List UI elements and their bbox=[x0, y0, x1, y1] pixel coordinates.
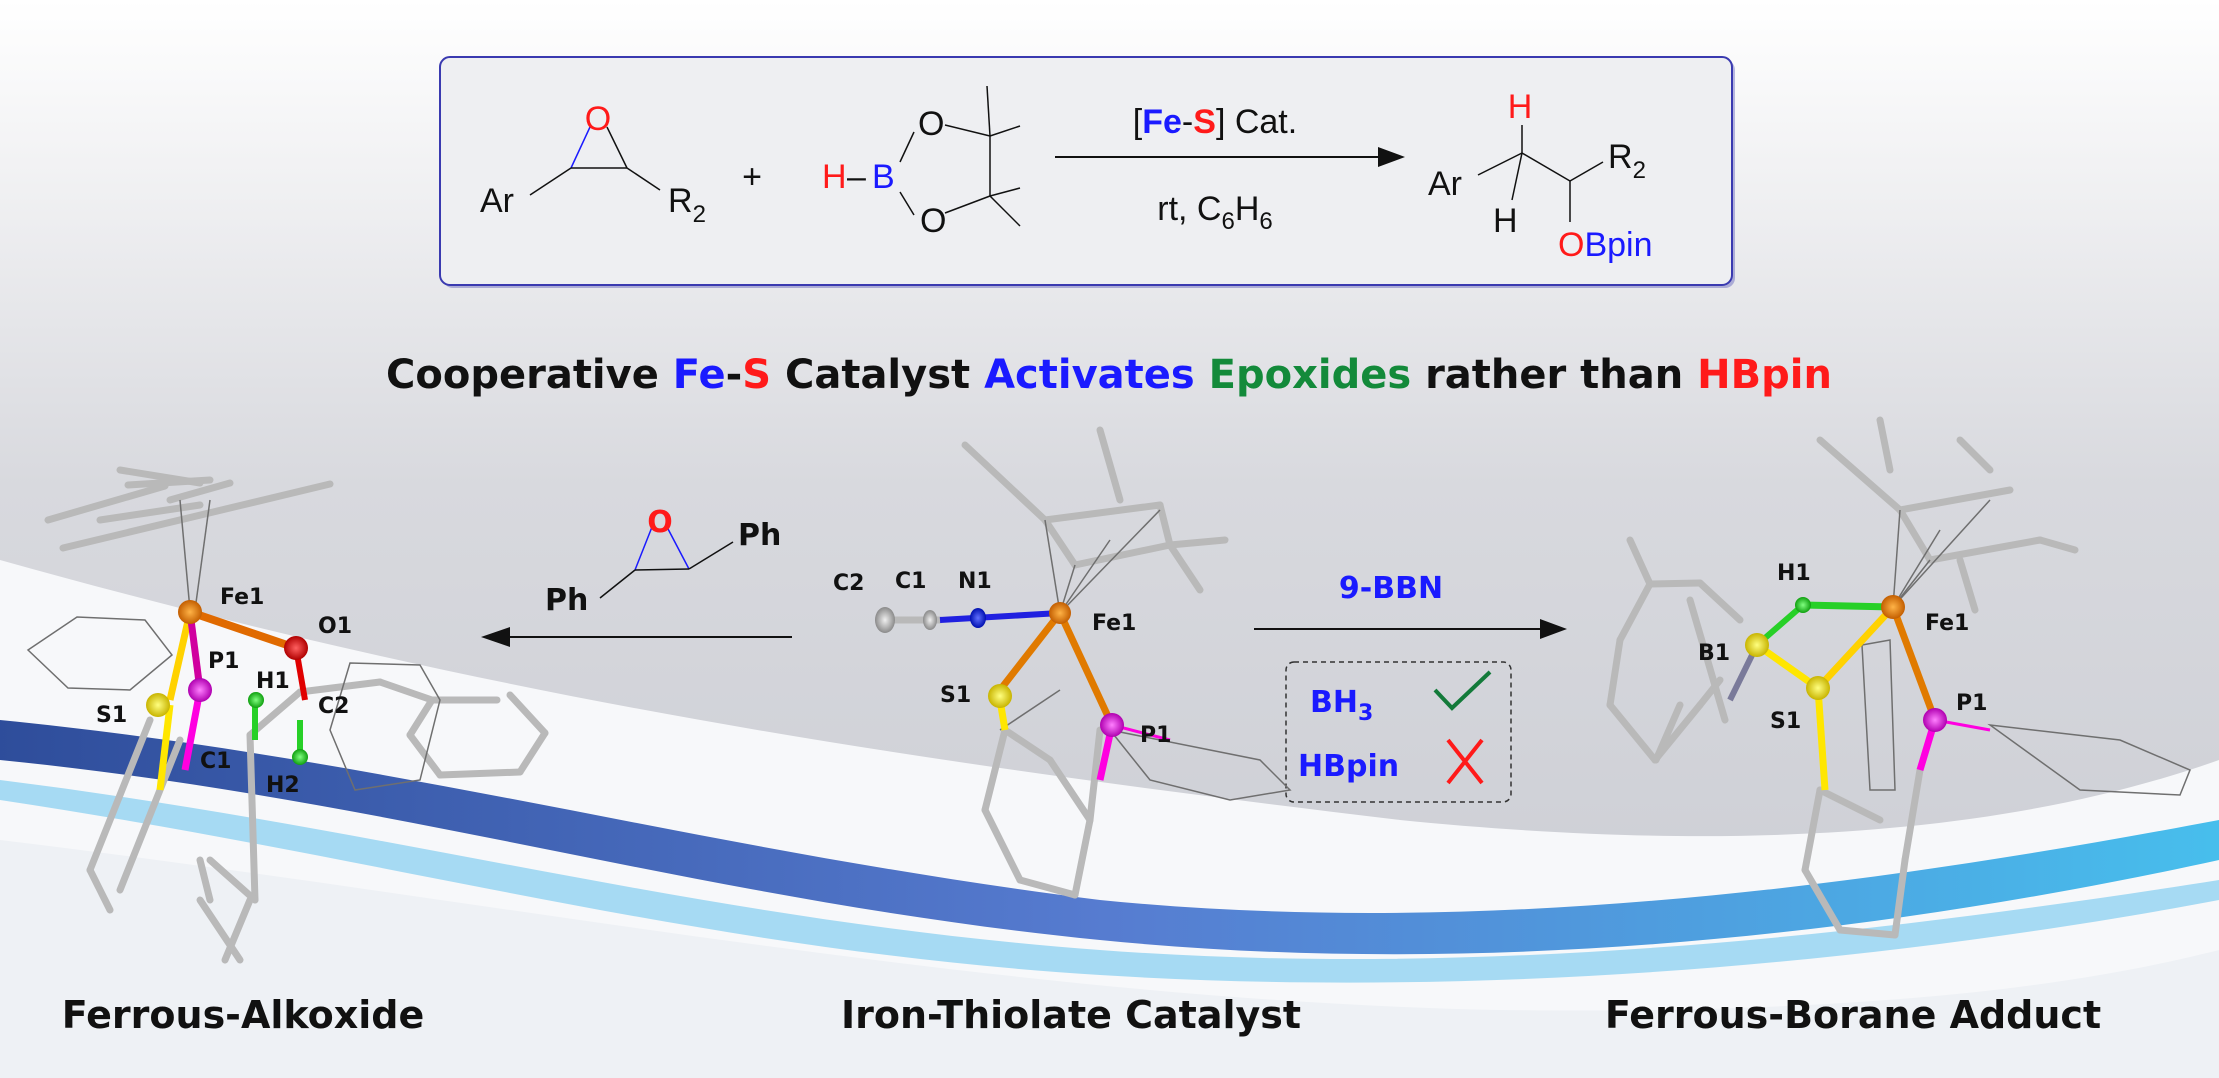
epoxide-reactant: O Ar R2 bbox=[480, 100, 706, 228]
atom-label: C1 bbox=[895, 569, 926, 594]
epoxide-oxygen-label: O bbox=[647, 505, 673, 540]
atom-label: C2 bbox=[833, 571, 864, 596]
phosphorus-atom bbox=[1923, 708, 1947, 732]
oxygen-label: O bbox=[585, 100, 611, 138]
phosphorus-atom bbox=[188, 678, 212, 702]
atom-label: Fe1 bbox=[1092, 611, 1136, 636]
atom-label: H2 bbox=[266, 773, 300, 798]
atom-label: Fe1 bbox=[1925, 611, 1969, 636]
atom-label: H1 bbox=[256, 669, 290, 694]
atom-label: Fe1 bbox=[220, 585, 264, 610]
phosphorus-atom bbox=[1100, 713, 1124, 737]
atom-label: S1 bbox=[940, 683, 971, 708]
carbon-atom bbox=[923, 610, 937, 630]
atom-label: B1 bbox=[1698, 641, 1730, 666]
atom-label: C2 bbox=[318, 694, 349, 719]
caption-ferrous-borane-adduct: Ferrous-Borane Adduct bbox=[1605, 993, 2101, 1037]
reaction-arrow bbox=[1055, 147, 1405, 167]
hydrogen-atom bbox=[248, 692, 264, 708]
atom-label: C1 bbox=[200, 749, 231, 774]
phenyl-left-label: Ph bbox=[545, 583, 588, 618]
h-label: H bbox=[822, 158, 847, 196]
iron-atom bbox=[178, 600, 202, 624]
atom-label: H1 bbox=[1777, 561, 1811, 586]
hydrogen-atom bbox=[292, 749, 308, 765]
r2-label: R2 bbox=[668, 182, 706, 228]
blue-streak bbox=[0, 720, 2219, 955]
o-top-label: O bbox=[918, 105, 944, 143]
ferrous-borane-structure: H1 Fe1 B1 S1 P1 bbox=[1606, 416, 2191, 939]
r2-label: R2 bbox=[1608, 138, 1646, 184]
conditions-label: rt, C6H6 bbox=[1157, 190, 1273, 235]
h-top-label: H bbox=[1508, 88, 1533, 126]
b-label: B bbox=[872, 158, 895, 196]
sulfur-atom bbox=[988, 684, 1012, 708]
iron-atom bbox=[1881, 595, 1905, 619]
checkmark-icon bbox=[1433, 670, 1492, 711]
atom-label: S1 bbox=[96, 703, 127, 728]
h-bottom-label: H bbox=[1493, 202, 1518, 240]
ar-label: Ar bbox=[480, 182, 514, 220]
selectivity-box bbox=[1285, 661, 1512, 803]
catalyst-label: [Fe-S] Cat. bbox=[1133, 103, 1297, 141]
atom-label: P1 bbox=[1956, 691, 1987, 716]
caption-iron-thiolate-catalyst: Iron-Thiolate Catalyst bbox=[841, 993, 1301, 1037]
product: H Ar H R2 OBpin bbox=[1428, 88, 1653, 264]
phenyl-right-label: Ph bbox=[738, 518, 781, 553]
atom-label: S1 bbox=[1770, 709, 1801, 734]
epoxide-addition-arrow: O Ph Ph bbox=[481, 505, 792, 647]
iron-thiolate-structure: C2 C1 N1 Fe1 S1 P1 bbox=[833, 426, 1292, 899]
hbpin-reactant: H – B O O bbox=[822, 85, 1021, 240]
sulfur-atom bbox=[1806, 676, 1830, 700]
headline: Cooperative Fe-S Catalyst Activates Epox… bbox=[386, 352, 1832, 398]
atom-label: P1 bbox=[1140, 723, 1171, 748]
oxygen-atom bbox=[284, 636, 308, 660]
atom-label: O1 bbox=[318, 614, 352, 639]
atom-label: N1 bbox=[958, 569, 992, 594]
boron-atom bbox=[1745, 633, 1769, 657]
ferrous-alkoxide-structure: Fe1 O1 P1 H1 C2 S1 C1 H2 bbox=[26, 466, 549, 964]
atom-label: P1 bbox=[208, 649, 239, 674]
iron-atom bbox=[1049, 602, 1071, 624]
caption-ferrous-alkoxide: Ferrous-Alkoxide bbox=[62, 993, 425, 1037]
sulfur-atom bbox=[146, 693, 170, 717]
reagent-label: 9-BBN bbox=[1339, 571, 1443, 606]
obpin-label: OBpin bbox=[1558, 226, 1653, 264]
lower-swoosh bbox=[0, 840, 2219, 1078]
hbpin-label: HBpin bbox=[1298, 749, 1399, 784]
hydrogen-atom bbox=[1795, 597, 1811, 613]
ar-label: Ar bbox=[1428, 165, 1462, 203]
reaction-scheme: O Ar R2 + H – B O O [Fe-S] Cat. rt, C6H6 bbox=[439, 56, 1735, 288]
nitrogen-atom bbox=[970, 608, 986, 628]
borane-addition-arrow: 9-BBN BH3 HBpin bbox=[1254, 571, 1567, 803]
bond-dash: – bbox=[847, 158, 866, 196]
cross-icon bbox=[1446, 738, 1484, 785]
carbon-atom bbox=[875, 607, 895, 633]
o-bottom-label: O bbox=[920, 202, 946, 240]
bh3-label: BH3 bbox=[1310, 685, 1373, 726]
plus-sign: + bbox=[742, 158, 762, 196]
